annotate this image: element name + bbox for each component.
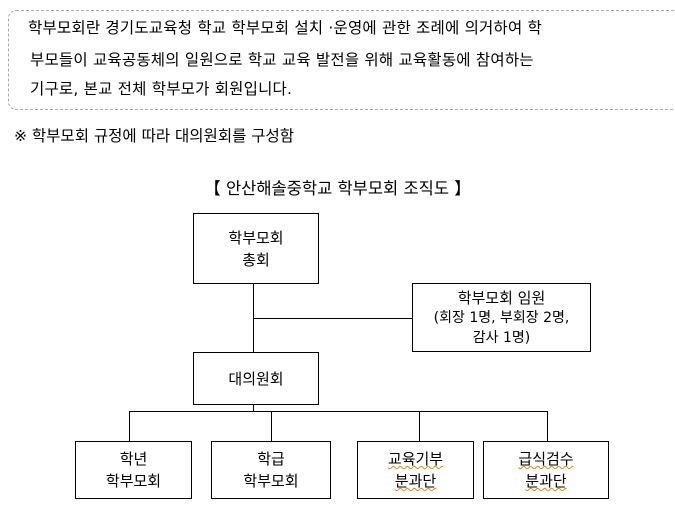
officers-box: 학부모회 임원 (회장 1명, 부회장 2명, 감사 1명): [412, 283, 591, 352]
box-label: (회장 1명, 부회장 2명,: [433, 309, 570, 326]
connector: [129, 411, 548, 412]
connector: [419, 411, 420, 441]
intro-line-1: 학부모회란 경기도교육청 학교 학부모회 설치 ·운영에 관한 조례에 의거하여…: [28, 19, 542, 37]
box-label: 총회: [242, 250, 270, 269]
intro-box: [8, 10, 675, 110]
box-label: 교육기부: [387, 450, 444, 468]
meal-inspection-box: 급식검수 분과단: [483, 441, 609, 499]
council-box: 대의원회: [193, 352, 319, 405]
class-parents-box: 학급 학부모회: [211, 441, 331, 499]
box-label: 급식검수: [518, 450, 574, 468]
education-donation-box: 교육기부 분과단: [357, 441, 474, 499]
connector: [253, 318, 413, 319]
box-label: 학부모회: [105, 472, 162, 490]
box-label: 대의원회: [228, 369, 284, 388]
box-label: 감사 1명): [472, 329, 531, 346]
box-label: 학부모회: [243, 472, 299, 490]
box-label: 학년: [119, 450, 148, 468]
box-label: 학부모회 임원: [457, 288, 546, 307]
connector: [253, 404, 254, 412]
general-assembly-box: 학부모회 총회: [193, 213, 319, 284]
grade-parents-box: 학년 학부모회: [75, 441, 192, 499]
org-chart-title: 【 안산해솔중학교 학부모회 조직도 】: [204, 179, 471, 198]
intro-line-2: 부모들이 교육공동체의 일원으로 학교 교육 발전을 위해 교육활동에 참여하는: [30, 51, 534, 69]
intro-line-3: 기구로, 본교 전체 학부모가 회원입니다.: [30, 80, 293, 98]
connector: [129, 411, 130, 441]
box-label: 학급: [257, 450, 285, 468]
box-label: 분과단: [525, 472, 567, 490]
box-label: 분과단: [394, 472, 437, 490]
connector: [547, 411, 548, 441]
connector: [271, 411, 272, 441]
box-label: 학부모회: [228, 228, 284, 247]
note: ※ 학부모회 규정에 따라 대의원회를 구성함: [14, 127, 295, 145]
